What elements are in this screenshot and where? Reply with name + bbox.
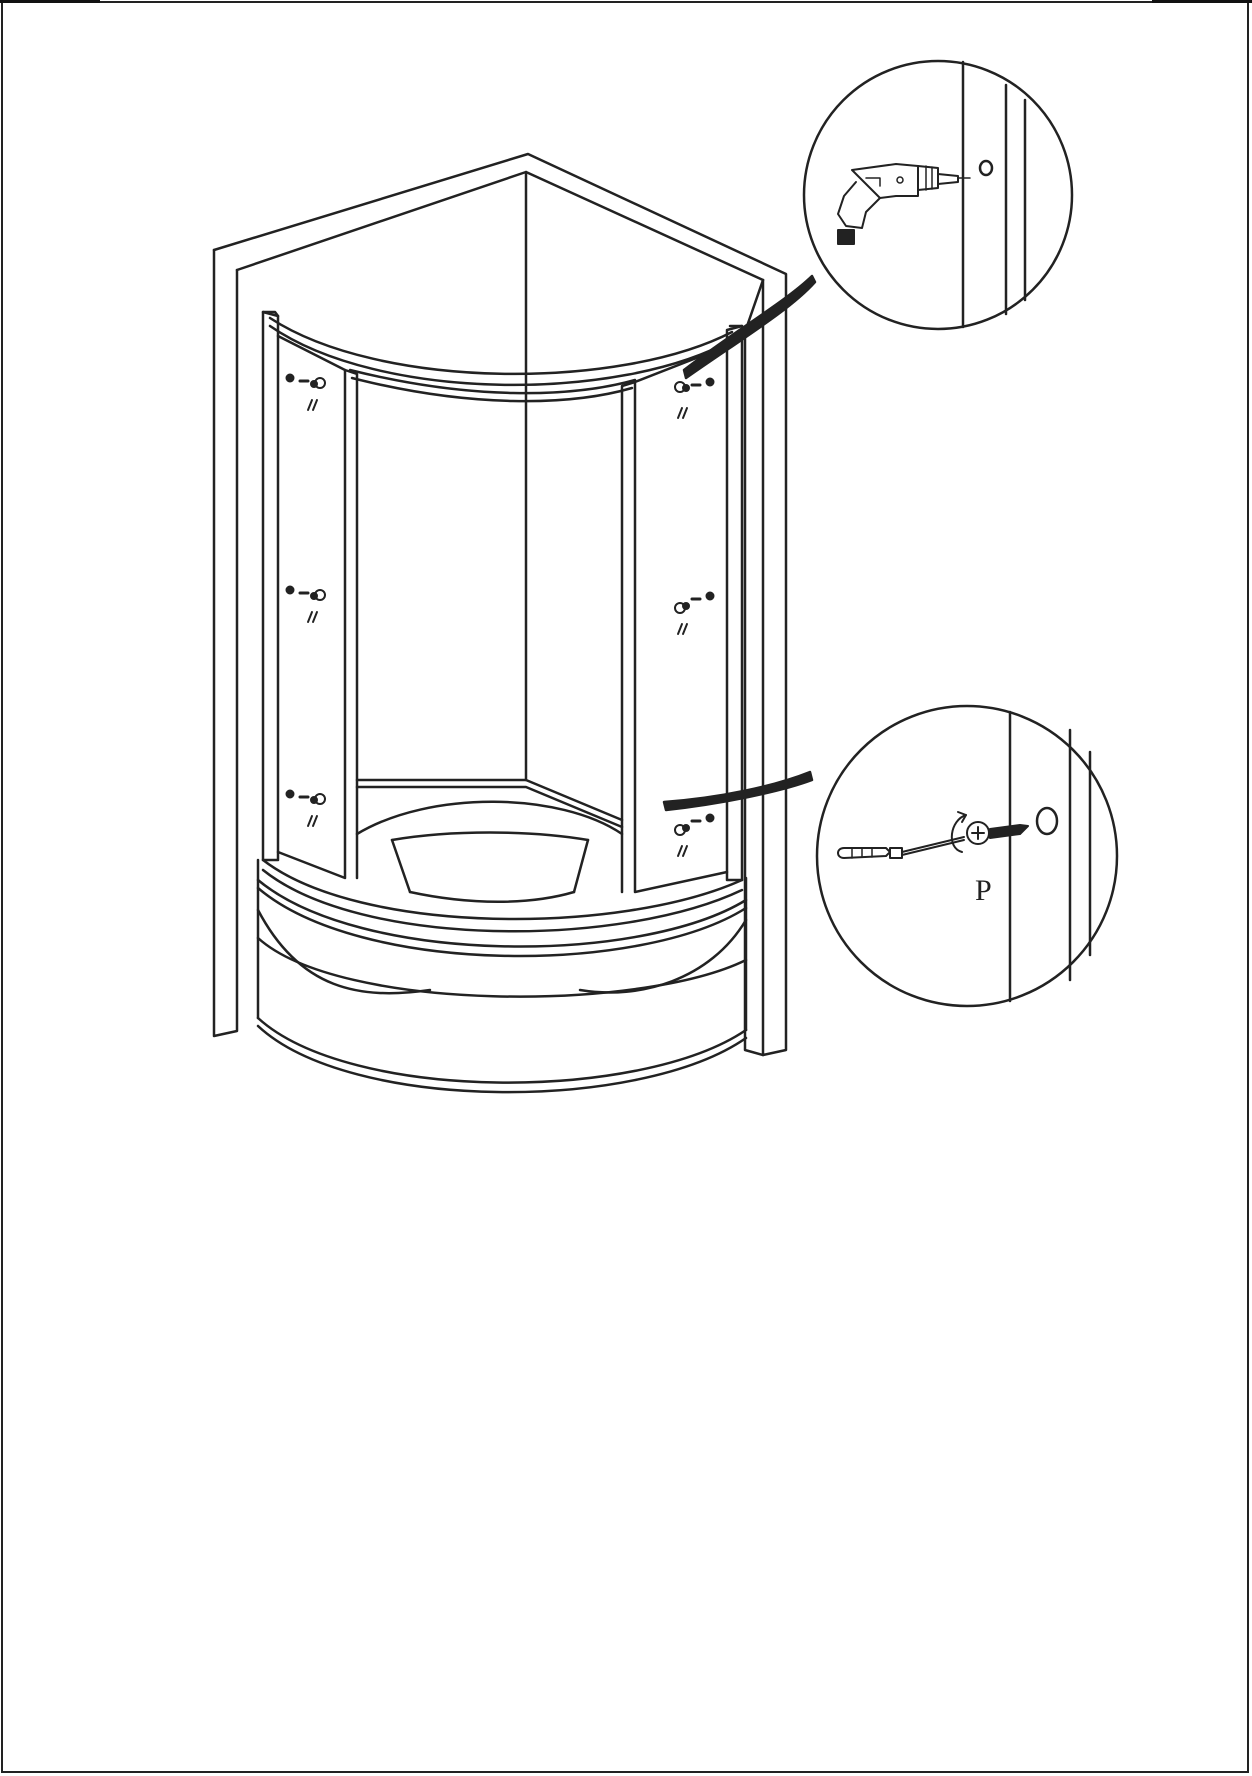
mounting-marks-right [674, 377, 715, 857]
leader-line-screw [662, 770, 814, 812]
screw-label: P [975, 874, 992, 907]
screw-detail [815, 704, 1119, 1008]
mounting-marks-left [285, 373, 326, 827]
wall-corner [212, 152, 788, 1057]
corner-tick-right [1152, 0, 1252, 3]
screwdriver-icon [837, 836, 965, 859]
drill-icon [837, 163, 971, 245]
drill-detail [802, 59, 1074, 331]
corner-tick-left [0, 0, 100, 3]
shower-enclosure [256, 310, 748, 1094]
screw-icon [951, 811, 1029, 853]
leader-line-drill [682, 274, 817, 380]
